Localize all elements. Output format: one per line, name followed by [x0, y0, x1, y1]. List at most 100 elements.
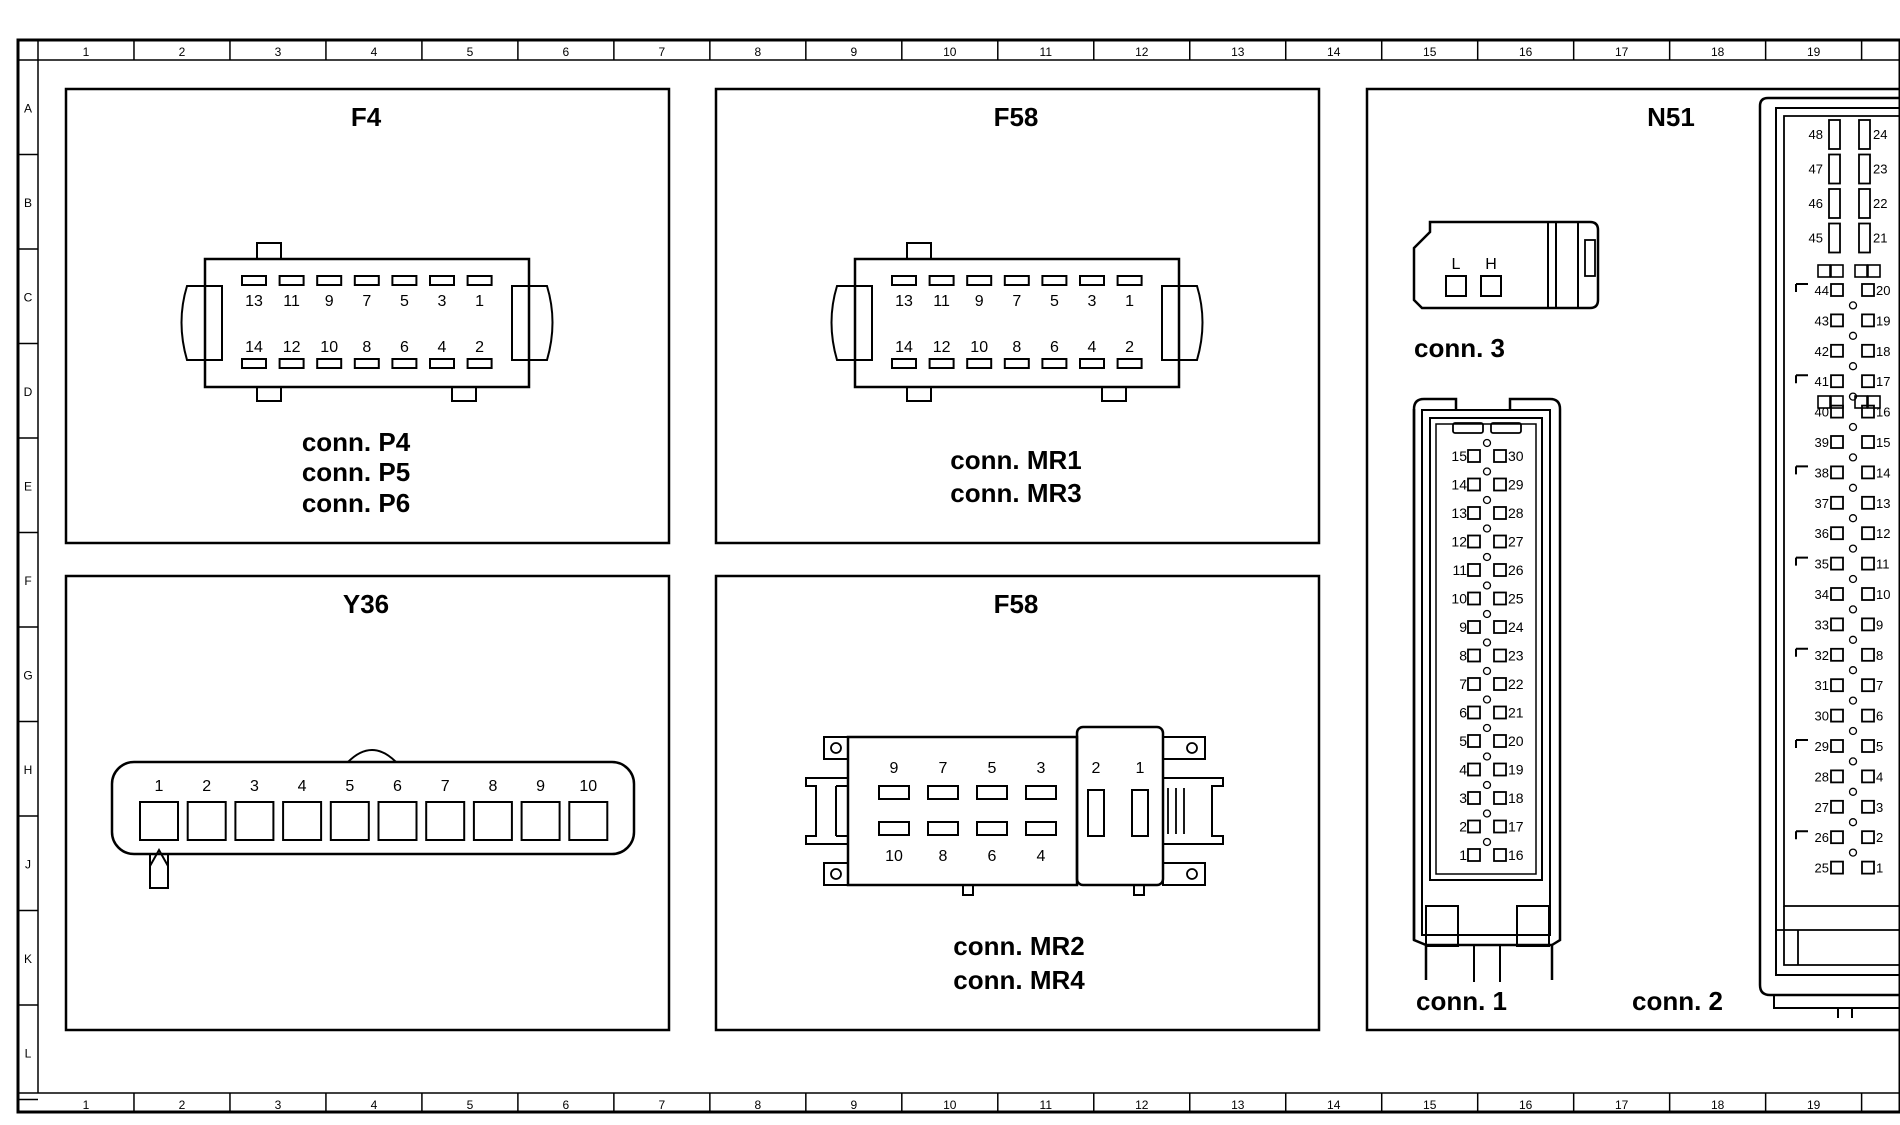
pin-slot	[1003, 358, 1030, 369]
pin-number: 5	[1050, 293, 1059, 310]
column-number: 11	[1040, 45, 1053, 59]
pin-number: 3	[250, 778, 259, 795]
pin-slot	[891, 275, 917, 286]
pin-number: 18	[1508, 790, 1524, 806]
column-number: 3	[275, 45, 282, 59]
panel-title: N51	[1647, 102, 1695, 132]
pin-slot	[1041, 275, 1068, 286]
pin-socket	[1467, 734, 1481, 748]
pin-number: 3	[1037, 760, 1046, 777]
pin-socket	[1830, 739, 1844, 753]
keying-mark	[1795, 739, 1808, 748]
pin-number: 9	[975, 293, 984, 310]
pin-number: 3	[438, 293, 447, 310]
panel-title: F4	[351, 102, 382, 132]
column-number: 2	[179, 1098, 186, 1112]
pin-socket	[1467, 762, 1481, 777]
pin-number: 41	[1815, 374, 1829, 389]
row-letter: L	[25, 1046, 32, 1060]
pin-marker	[1482, 524, 1492, 533]
pin-number: 36	[1815, 526, 1829, 541]
panel-title: Y36	[343, 589, 389, 619]
column-number: 18	[1711, 45, 1725, 59]
pin-number: 14	[1451, 477, 1467, 493]
pin-socket	[1493, 705, 1507, 720]
pin-socket	[1493, 563, 1507, 577]
column-number: 7	[659, 1098, 666, 1112]
pin-number: 5	[988, 760, 997, 777]
row-letter: G	[23, 668, 32, 682]
key-block	[1830, 264, 1844, 278]
pin-number: 47	[1809, 162, 1823, 177]
column-number: 8	[755, 1098, 762, 1112]
column-number: 2	[179, 45, 186, 59]
pin-number: 6	[400, 339, 409, 356]
pin-marker	[1482, 723, 1492, 733]
pin-marker	[1482, 837, 1492, 847]
pin-socket	[1861, 860, 1875, 875]
key-block	[1854, 395, 1868, 409]
pin-number: 4	[1088, 339, 1097, 356]
pin-number: 4	[1037, 848, 1046, 865]
pin-slot	[928, 275, 955, 286]
pin-socket	[1493, 791, 1507, 805]
conn-3: L H conn. 3	[1412, 220, 1600, 363]
pin-number: 43	[1815, 313, 1829, 328]
conn-label: conn. P5	[302, 457, 410, 487]
pin-socket	[1861, 617, 1875, 632]
column-number: 10	[943, 45, 957, 59]
pin-number: 37	[1815, 496, 1829, 511]
key-block	[1817, 264, 1831, 278]
pin-number: 8	[488, 778, 497, 795]
pin-socket	[1861, 465, 1875, 480]
pin-slot	[878, 821, 910, 836]
pin-number: 28	[1508, 505, 1524, 521]
pin-slot	[927, 821, 959, 836]
pin-marker	[1482, 666, 1492, 676]
pin-number: 13	[1876, 496, 1890, 511]
pin-number: 16	[1508, 847, 1524, 863]
conn-label: conn. 3	[1414, 333, 1505, 363]
pin-socket	[1467, 477, 1481, 492]
pin-slot	[241, 358, 267, 369]
key-block	[1854, 264, 1868, 278]
pin-number: 39	[1815, 435, 1829, 450]
pin-number: 9	[1459, 619, 1467, 635]
pin-socket	[1467, 563, 1481, 577]
pin-marker	[1848, 422, 1858, 432]
pin-number: 13	[895, 293, 913, 310]
pin-socket	[1467, 620, 1481, 634]
row-letter: D	[24, 385, 33, 399]
pin-socket	[1830, 283, 1844, 297]
pin-number: 17	[1508, 819, 1524, 835]
pin-slot	[1828, 119, 1841, 150]
pin-number: 7	[939, 760, 948, 777]
column-number: 10	[943, 1098, 957, 1112]
column-number: 16	[1519, 1098, 1533, 1112]
pin-number: 33	[1815, 617, 1829, 632]
pin-marker	[1848, 605, 1858, 614]
pin-number: 1	[475, 293, 484, 310]
pin-socket	[1467, 648, 1481, 663]
pin-slot	[1079, 358, 1105, 369]
pin-number: 8	[1876, 648, 1883, 663]
pin-slot	[927, 785, 959, 800]
pin-number: 7	[1459, 676, 1467, 692]
pin-socket	[1467, 534, 1481, 549]
pin-number: 24	[1873, 127, 1887, 142]
pin-number: 22	[1508, 676, 1524, 692]
pin-number: 14	[895, 339, 913, 356]
pin-slot	[1828, 222, 1841, 254]
pin-socket	[1467, 791, 1481, 805]
pin-socket	[1830, 313, 1844, 328]
pin-number: 26	[1508, 562, 1524, 578]
pin-number: 8	[1012, 339, 1021, 356]
pin-number: 1	[1876, 861, 1883, 876]
pin-socket	[1493, 506, 1507, 520]
pin-marker	[1848, 757, 1858, 766]
pin-socket	[1493, 848, 1507, 862]
pin-socket	[329, 801, 370, 841]
pin-number: 40	[1815, 405, 1829, 420]
